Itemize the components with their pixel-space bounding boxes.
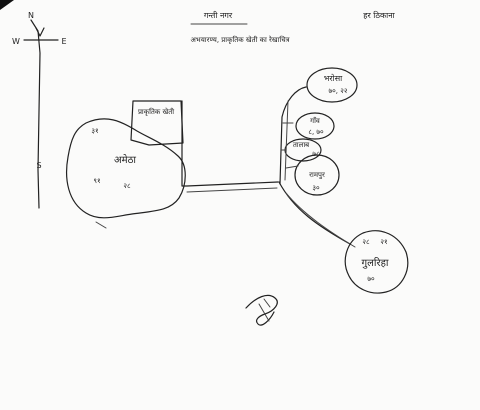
right-mid-circle	[295, 112, 335, 140]
left-mark-1: ३१	[91, 127, 98, 135]
left-main-label: अमेठा	[114, 154, 136, 166]
header-subtitle: अभयारण्य, प्राकृतिक खेती का रेखाचित्र	[190, 35, 289, 44]
compass-south: S	[36, 161, 41, 170]
left-tail-line	[95, 221, 107, 229]
right-path-branch-3	[285, 165, 299, 169]
left-box-outline	[130, 100, 184, 146]
left-main-outline	[65, 118, 186, 219]
right-mid-mark: ८, ७०	[308, 128, 324, 136]
right-lower-circle	[294, 154, 340, 196]
left-box-label: प्राकृतिक खेती	[138, 107, 174, 116]
bottom-mark-1: २८	[362, 238, 370, 246]
right-top-label: भरोसा	[324, 73, 343, 83]
bottom-mark-2: २१	[380, 238, 387, 246]
folded-corner	[0, 0, 14, 10]
compass-arrow-icon	[35, 27, 45, 37]
right-mid-label: गाँव	[310, 116, 320, 125]
header-title: गन्ती नगर	[204, 10, 233, 20]
right-cluster-mark: ७८	[312, 150, 320, 158]
connector-main	[181, 100, 279, 187]
right-cluster-label: तालाब	[293, 141, 310, 149]
right-top-mark: ७०, २२	[328, 87, 347, 95]
compass-north: N	[28, 11, 34, 20]
corner-note: हर ठिकाना	[363, 10, 395, 20]
right-lower-mark: ३०	[312, 184, 320, 192]
left-mark-3: २८	[123, 182, 131, 190]
bottom-right-outline	[344, 230, 409, 294]
signature-stroke-1	[258, 303, 270, 322]
compass-vertical-line	[30, 19, 41, 209]
left-mark-2: ९१	[93, 177, 100, 185]
connector-secondary	[186, 187, 278, 193]
signature-mark	[245, 294, 278, 326]
right-path-outer	[279, 86, 307, 185]
signature-stroke-2	[263, 298, 271, 308]
compass-east: E	[61, 37, 66, 46]
right-lower-label: रामपुर	[309, 171, 325, 179]
diagonal-path-2	[285, 192, 356, 248]
bottom-mark-3: ७०	[367, 275, 375, 283]
right-top-circle	[306, 67, 358, 103]
compass-west: W	[12, 37, 20, 46]
bottom-right-label: गुलरिहा	[362, 257, 389, 269]
right-path-inner	[284, 100, 289, 181]
